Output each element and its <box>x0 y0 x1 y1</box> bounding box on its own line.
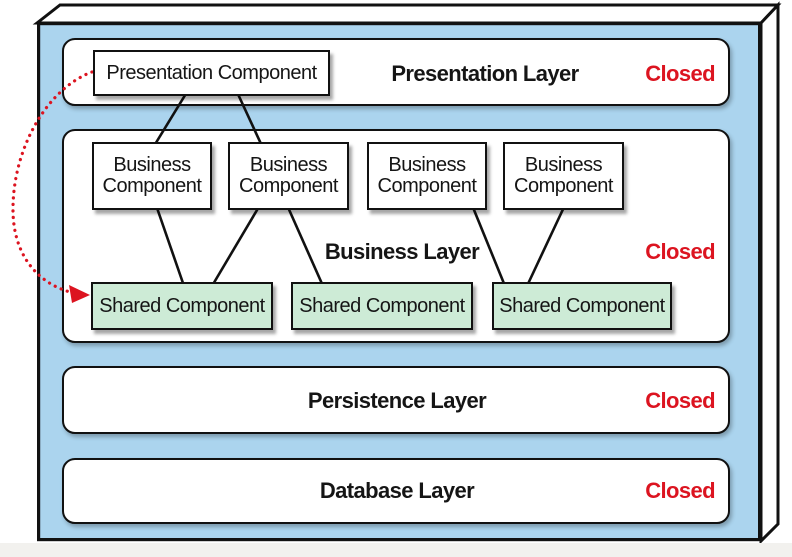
presentation-layer-status: Closed <box>645 61 715 86</box>
edge-business4-to-shared3 <box>525 204 567 287</box>
database-layer-status: Closed <box>645 478 715 503</box>
edge-business2-to-shared1 <box>210 204 262 287</box>
business-component-2: Business Component <box>228 142 349 210</box>
business-component-label: Business Component <box>102 154 202 197</box>
edge-presentation-to-business1 <box>152 91 189 147</box>
edge-presentation-to-business2 <box>235 91 264 147</box>
business-layer-title: Business Layer <box>324 239 480 264</box>
red-dotted-bypass-arrow <box>11 70 94 294</box>
shared-component-label: Shared Component <box>299 294 465 317</box>
edge-business1-to-shared1 <box>154 204 186 287</box>
shared-component-1: Shared Component <box>91 282 273 330</box>
business-component-4: Business Component <box>503 142 624 210</box>
database-layer: Database Layer Closed <box>62 458 730 524</box>
shared-component-2: Shared Component <box>291 282 473 330</box>
persistence-layer-status: Closed <box>645 388 715 413</box>
business-component-3: Business Component <box>367 142 487 210</box>
red-arrowhead-icon <box>69 285 90 303</box>
presentation-layer-title: Presentation Layer <box>391 61 579 86</box>
business-component-1: Business Component <box>92 142 212 210</box>
shared-component-label: Shared Component <box>99 294 265 317</box>
shared-component-label: Shared Component <box>499 294 665 317</box>
database-layer-title: Database Layer <box>319 478 475 503</box>
business-component-label: Business Component <box>377 154 477 197</box>
edge-business3-to-shared3 <box>470 204 507 287</box>
business-component-label: Business Component <box>239 154 338 197</box>
shared-component-3: Shared Component <box>492 282 672 330</box>
persistence-layer-title: Persistence Layer <box>307 388 487 413</box>
presentation-component: Presentation Component <box>93 50 330 96</box>
presentation-component-label: Presentation Component <box>106 61 317 84</box>
edge-business2-to-shared2 <box>285 204 325 287</box>
business-layer-status: Closed <box>645 239 715 264</box>
persistence-layer: Persistence Layer Closed <box>62 366 730 434</box>
page-bottom-edge <box>0 543 792 557</box>
business-component-label: Business Component <box>514 154 613 197</box>
